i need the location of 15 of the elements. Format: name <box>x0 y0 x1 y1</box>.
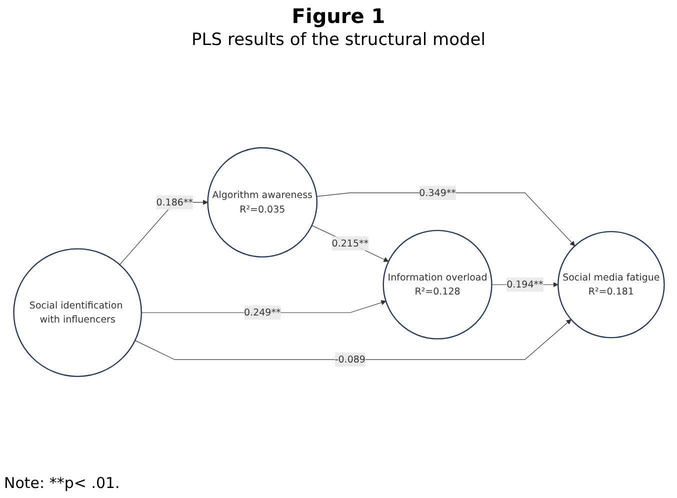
node-circle: Social media fatigue R²=0.181 <box>557 230 664 338</box>
node-circle: Algorithm awareness R²=0.035 <box>206 147 318 258</box>
figure-title: Figure 1 <box>292 4 386 28</box>
edge-label: 0.194** <box>506 278 543 290</box>
edge-label: 0.249** <box>244 306 280 318</box>
edge-label: 0.349** <box>418 186 456 198</box>
figure-subtitle: PLS results of the structural model <box>192 30 486 50</box>
note-text: Note: **p< .01. <box>4 474 120 492</box>
node-circle: Social identification with influencers <box>12 248 142 377</box>
edge-label: -0.089 <box>334 354 365 365</box>
node-circle: Information overload R²=0.128 <box>382 230 492 340</box>
edge-label: 0.186** <box>156 196 192 208</box>
arrow <box>134 319 571 360</box>
edge-label: 0.215** <box>331 237 368 249</box>
arrow <box>311 225 388 262</box>
